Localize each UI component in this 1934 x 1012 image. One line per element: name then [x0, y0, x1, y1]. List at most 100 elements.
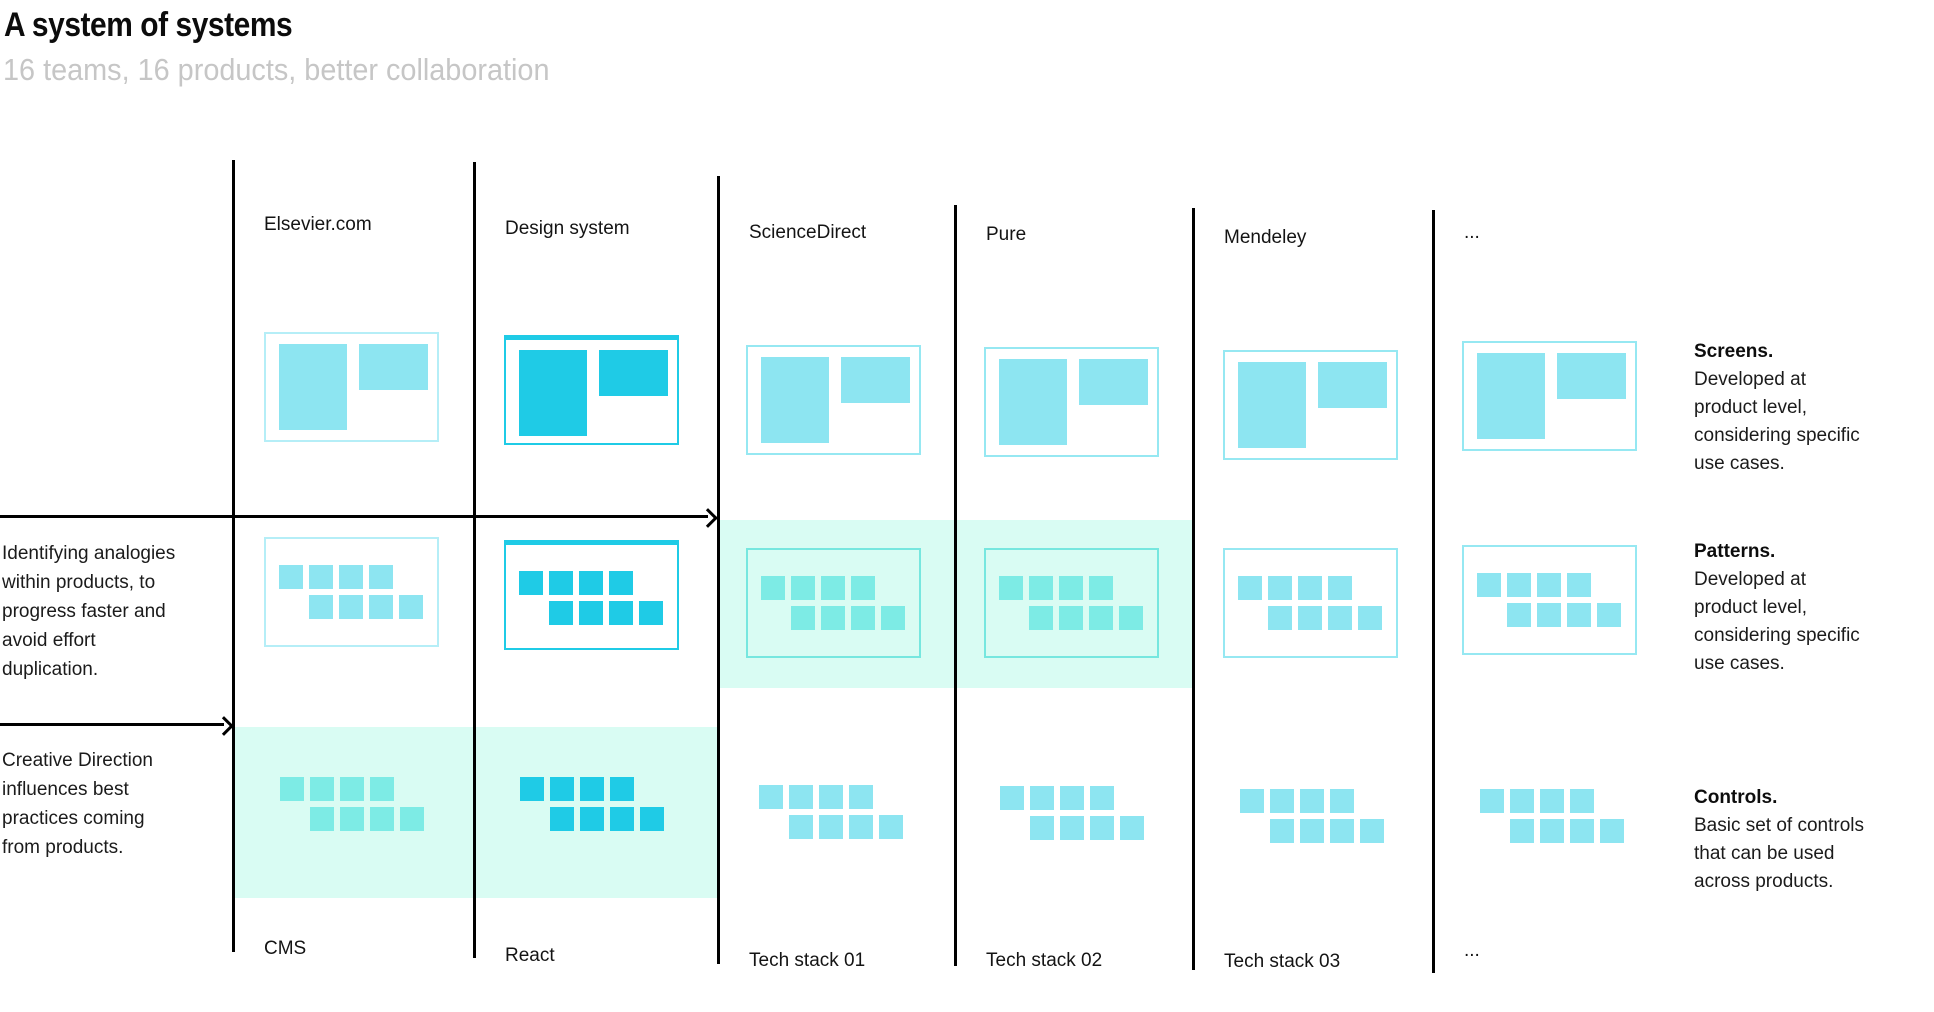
controls-grid-5-square: [1360, 819, 1384, 843]
screens-card-5-large-block: [1238, 362, 1306, 448]
controls-grid-1-square: [370, 807, 394, 831]
screens-card-2: [504, 335, 679, 445]
patterns-card-2-grid-square: [549, 601, 573, 625]
row-note-screens: Screens. Developed at product level, con…: [1694, 338, 1894, 478]
controls-grid-4-square: [1090, 816, 1114, 840]
column-header-2: Design system: [505, 218, 630, 239]
patterns-card-3-grid: [761, 576, 905, 630]
patterns-card-6-grid-square: [1477, 573, 1501, 597]
screens-card-1-large-block: [279, 344, 347, 430]
column-header-1: Elsevier.com: [264, 214, 372, 235]
patterns-card-5-grid-square: [1358, 606, 1382, 630]
controls-grid-6-square: [1510, 789, 1534, 813]
patterns-card-1-grid-square: [279, 565, 303, 589]
patterns-card-6-grid: [1477, 573, 1621, 627]
page-subtitle: 16 teams, 16 products, better collaborat…: [3, 52, 550, 87]
left-annotation-creative-direction: Creative Direction influences best pract…: [2, 750, 153, 858]
controls-grid-2-square: [580, 777, 604, 801]
screens-card-4-large-block: [999, 359, 1067, 445]
arrow-line-creative-direction: [0, 723, 224, 726]
controls-grid-2-square: [520, 777, 544, 801]
patterns-card-1-grid-square: [309, 565, 333, 589]
controls-grid-2-square: [550, 777, 574, 801]
controls-grid-4: [1000, 786, 1144, 840]
screens-card-2-small-block: [599, 350, 668, 396]
patterns-card-2: [504, 540, 679, 650]
row-note-patterns-body: Developed at product level, considering …: [1694, 569, 1860, 674]
controls-grid-4-square: [1060, 786, 1084, 810]
screens-card-5-small-block: [1318, 362, 1387, 408]
patterns-card-6-grid-square: [1537, 573, 1561, 597]
screens-card-6: [1462, 341, 1637, 451]
patterns-card-3-grid-square: [821, 576, 845, 600]
controls-grid-2: [520, 777, 664, 831]
patterns-card-5-grid-square: [1238, 576, 1262, 600]
controls-grid-3-square: [849, 815, 873, 839]
screens-card-2-large-block: [519, 350, 587, 436]
controls-grid-3-square: [819, 785, 843, 809]
controls-grid-6-square: [1510, 819, 1534, 843]
grid-line-4: [954, 205, 957, 966]
controls-grid-6-square: [1570, 789, 1594, 813]
row-note-screens-body: Developed at product level, considering …: [1694, 369, 1860, 474]
screens-card-3-small-block: [841, 357, 910, 403]
screens-card-6-large-block: [1477, 353, 1545, 439]
patterns-card-3-grid-square: [791, 606, 815, 630]
controls-grid-5: [1240, 789, 1384, 843]
patterns-card-2-grid-square: [609, 571, 633, 595]
controls-grid-1: [280, 777, 424, 831]
controls-grid-3-square: [879, 815, 903, 839]
row-note-patterns: Patterns. Developed at product level, co…: [1694, 538, 1894, 678]
controls-grid-3: [759, 785, 903, 839]
patterns-card-3-grid-square: [761, 576, 785, 600]
column-footer-1: CMS: [264, 938, 307, 959]
arrow-head-analogies-icon: [698, 508, 718, 528]
controls-grid-5-square: [1240, 789, 1264, 813]
patterns-card-1-grid-square: [339, 595, 363, 619]
controls-grid-2-square: [550, 807, 574, 831]
arrow-line-analogies: [0, 515, 708, 518]
column-footer-3: Tech stack 01: [749, 950, 866, 971]
patterns-card-4-grid-square: [1059, 576, 1083, 600]
patterns-card-6-grid-square: [1507, 603, 1531, 627]
patterns-card-6-grid-square: [1567, 573, 1591, 597]
screens-card-5: [1223, 350, 1398, 460]
patterns-card-1-grid: [279, 565, 423, 619]
row-note-controls: Controls. Basic set of controls that can…: [1694, 784, 1894, 896]
patterns-card-5-grid: [1238, 576, 1382, 630]
controls-grid-4-square: [1090, 786, 1114, 810]
column-header-3: ScienceDirect: [749, 222, 867, 243]
controls-grid-6-square: [1600, 819, 1624, 843]
controls-grid-3-square: [789, 815, 813, 839]
row-note-controls-body: Basic set of controls that can be used a…: [1694, 815, 1865, 892]
row-note-controls-title: Controls.: [1694, 787, 1778, 808]
patterns-card-6: [1462, 545, 1637, 655]
grid-line-5: [1192, 208, 1195, 970]
screens-card-1: [264, 332, 439, 442]
patterns-card-2-grid: [519, 571, 663, 625]
column-header-6: ...: [1464, 222, 1480, 243]
patterns-card-2-grid-square: [519, 571, 543, 595]
controls-grid-1-square: [310, 777, 334, 801]
controls-grid-5-square: [1330, 789, 1354, 813]
patterns-card-4-grid-square: [1089, 576, 1113, 600]
column-footer-2: React: [505, 945, 555, 966]
controls-grid-6-square: [1480, 789, 1504, 813]
patterns-card-1-grid-square: [369, 565, 393, 589]
patterns-card-3: [746, 548, 921, 658]
patterns-card-2-grid-square: [609, 601, 633, 625]
controls-grid-4-square: [1000, 786, 1024, 810]
controls-grid-5-square: [1300, 789, 1324, 813]
patterns-card-4-grid-square: [1089, 606, 1113, 630]
controls-grid-6-square: [1540, 819, 1564, 843]
patterns-card-3-grid-square: [851, 576, 875, 600]
controls-grid-1-square: [280, 777, 304, 801]
patterns-card-5-grid-square: [1328, 606, 1352, 630]
screens-card-4: [984, 347, 1159, 457]
controls-grid-4-square: [1030, 816, 1054, 840]
controls-grid-3-square: [849, 785, 873, 809]
screens-card-4-small-block: [1079, 359, 1148, 405]
controls-grid-1-square: [340, 807, 364, 831]
controls-grid-2-square: [580, 807, 604, 831]
